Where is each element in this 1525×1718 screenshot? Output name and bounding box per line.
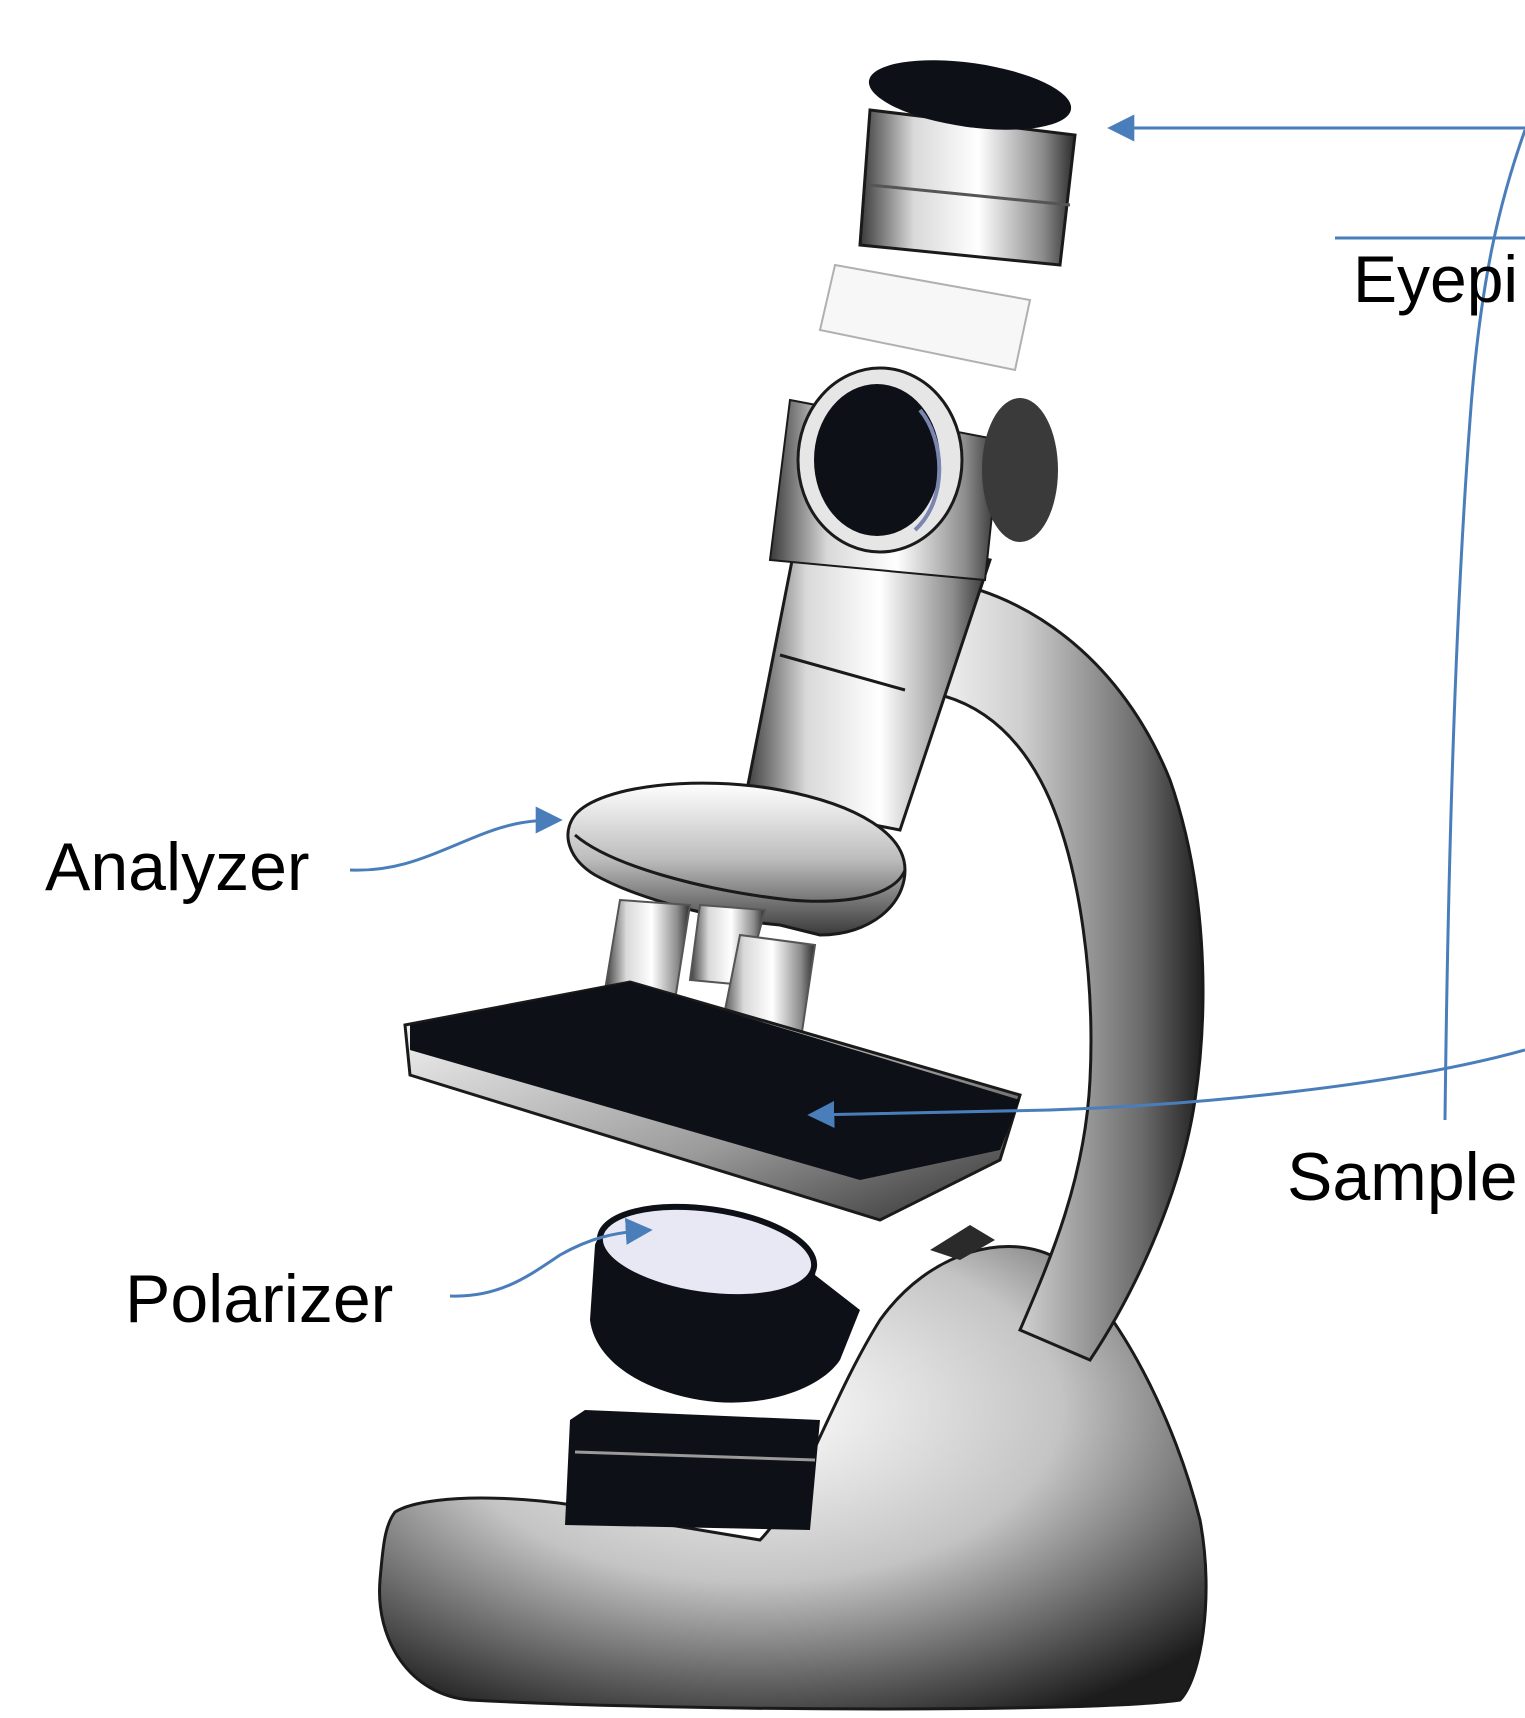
light-source-block [565,1410,820,1530]
analyzer-arrow [350,820,560,870]
eyepiece-label: Eyepi [1353,242,1518,316]
sample-label: Sample [1287,1139,1518,1215]
focus-knob [798,368,1058,552]
eyepiece [860,49,1075,265]
polarizer-label: Polarizer [125,1261,393,1337]
polarizer-disc [590,1194,860,1402]
tube-collar [820,265,1030,370]
microscope-stage [405,982,1020,1220]
analyzer-label: Analyzer [45,829,310,905]
